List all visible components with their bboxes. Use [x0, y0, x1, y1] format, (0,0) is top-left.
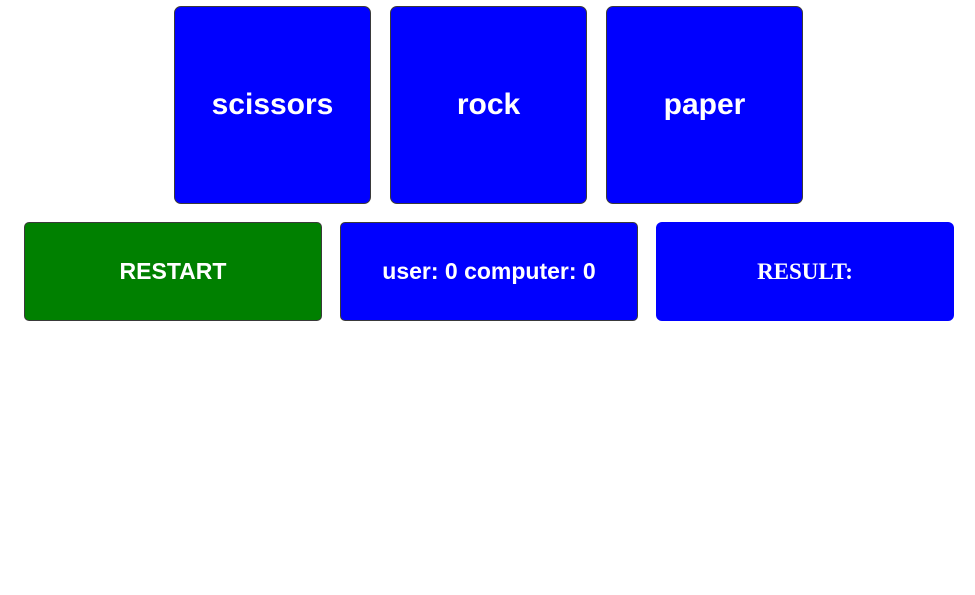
restart-button[interactable]: RESTART [24, 222, 322, 321]
choice-scissors-button[interactable]: scissors [174, 6, 371, 204]
result-display: RESULT: [656, 222, 954, 321]
score-display: user: 0 computer: 0 [340, 222, 638, 321]
choice-paper-button[interactable]: paper [606, 6, 803, 204]
choice-rock-button[interactable]: rock [390, 6, 587, 204]
